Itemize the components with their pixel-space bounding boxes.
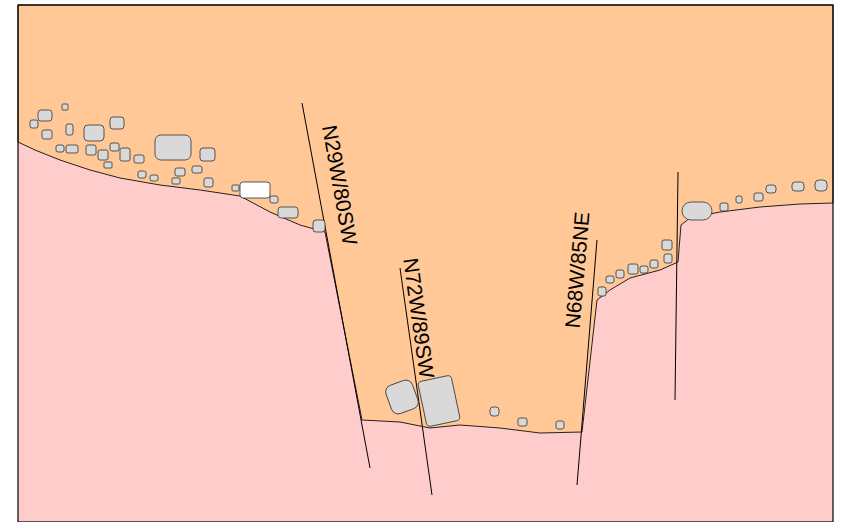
clast (56, 145, 64, 152)
fill-deposit (18, 5, 833, 433)
fault-line (675, 172, 678, 400)
clast (650, 260, 658, 268)
clast (66, 145, 78, 153)
clast (110, 117, 124, 129)
clast (662, 240, 672, 250)
clast (232, 185, 239, 191)
clast (736, 196, 742, 203)
clast (104, 162, 112, 168)
clast (30, 120, 38, 128)
clast (490, 407, 499, 416)
fault-line (302, 103, 370, 468)
clast (518, 418, 527, 426)
clast (204, 178, 213, 187)
clast (192, 166, 202, 173)
clast (150, 175, 158, 181)
clast (66, 124, 73, 135)
clast (138, 171, 146, 178)
clast (664, 254, 672, 263)
clast (270, 196, 278, 203)
clast (598, 287, 606, 296)
clast (384, 378, 421, 416)
clast (766, 185, 776, 193)
clast (134, 155, 144, 163)
clast (240, 182, 270, 198)
clast (792, 182, 804, 191)
clast (98, 150, 108, 160)
clast (418, 375, 461, 427)
clast (84, 125, 104, 141)
clast (628, 264, 638, 274)
clast (62, 104, 68, 110)
clast (815, 180, 827, 191)
fault-lines (302, 103, 678, 495)
clast (110, 143, 119, 151)
clast (616, 270, 624, 278)
frame (18, 5, 833, 522)
clasts (30, 104, 827, 429)
clast (175, 168, 185, 176)
clast (556, 421, 564, 429)
clast (754, 193, 763, 201)
clast (720, 203, 728, 211)
clast (86, 145, 96, 155)
clast (120, 148, 130, 161)
clast (682, 202, 712, 220)
clast (38, 110, 52, 121)
clast (42, 130, 52, 139)
clast (200, 148, 215, 161)
clast (172, 178, 180, 184)
bedrock (18, 5, 833, 522)
clast (278, 207, 298, 218)
clast (155, 135, 191, 160)
clast (606, 276, 614, 283)
clast (640, 266, 648, 273)
clast (313, 220, 325, 232)
